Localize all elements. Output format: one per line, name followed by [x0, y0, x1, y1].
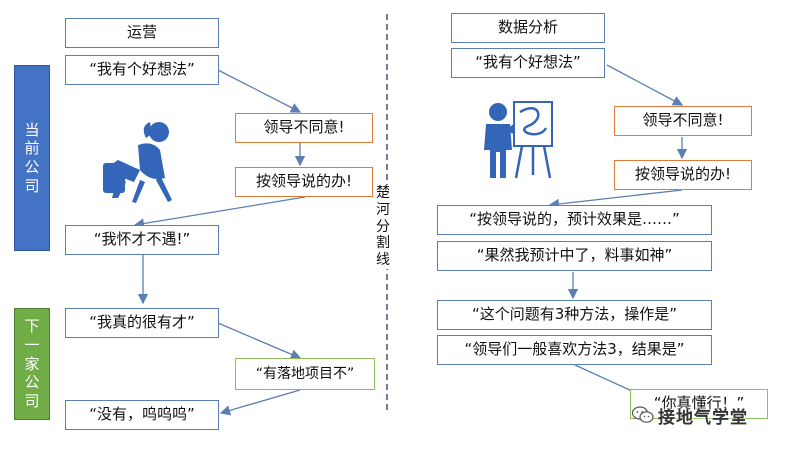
watermark-text: 接地气学堂	[658, 407, 748, 428]
right-disagree-box: 领导不同意!	[614, 106, 752, 136]
right-idea-box: “我有个好想法”	[451, 48, 605, 78]
relaxed-person-icon	[103, 122, 172, 203]
right-predicted-box: “果然我预计中了，料事如神”	[437, 241, 712, 271]
watermark: 接地气学堂	[632, 400, 748, 430]
arrow-left-project-to-none	[219, 389, 301, 416]
left-project-box: “有落地项目不”	[235, 358, 375, 390]
left-talented-box: “我真的很有才”	[65, 308, 219, 338]
next-company-label: 下一家公司	[14, 308, 50, 420]
left-idea-box: “我有个好想法”	[65, 55, 219, 85]
left-unrecognized-box: “我怀才不遇!”	[65, 225, 219, 255]
painter-icon	[484, 101, 553, 179]
arrow-right-idea-to-disagree	[606, 64, 684, 106]
left-title: 运营	[65, 18, 219, 48]
right-methods-box: “这个问题有3种方法，操作是”	[437, 300, 712, 330]
right-understand-box: “你真懂行！”	[630, 389, 768, 419]
right-expect-box: “按领导说的，预计效果是……”	[437, 205, 712, 235]
current-company-label: 当前公司	[14, 65, 50, 251]
arrow-left-follow-to-unrecognized	[133, 196, 306, 229]
arrow-right-follow-to-expect	[548, 189, 683, 210]
left-follow-box: 按领导说的办!	[235, 167, 373, 197]
divider-label: 楚河分割线	[375, 185, 391, 269]
left-none-box: “没有，呜呜呜”	[65, 400, 219, 430]
left-disagree-box: 领导不同意!	[235, 113, 373, 143]
right-follow-box: 按领导说的办!	[614, 160, 752, 190]
right-title: 数据分析	[451, 13, 605, 43]
right-prefer-box: “领导们一般喜欢方法3，结果是”	[437, 335, 712, 365]
arrow-left-talented-to-project	[217, 322, 302, 360]
arrow-left-idea-to-disagree	[217, 69, 302, 113]
wechat-icon	[632, 406, 654, 423]
